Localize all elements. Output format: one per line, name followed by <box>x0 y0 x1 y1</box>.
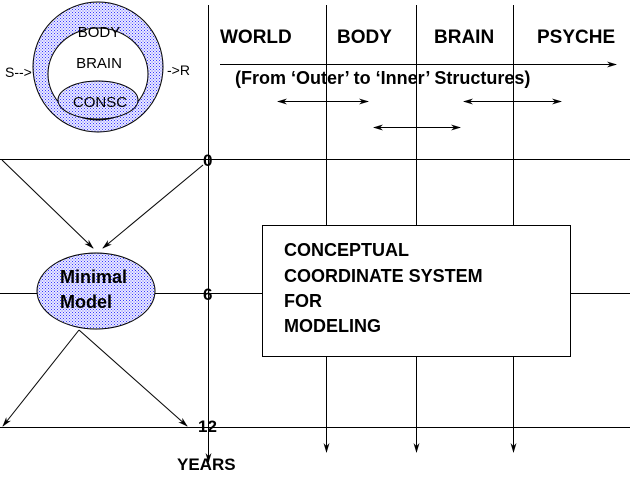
column-headings: WORLD BODY BRAIN PSYCHE (From ‘Outer’ to… <box>220 27 615 88</box>
inset-brain-label: BRAIN <box>76 55 122 72</box>
age-tick-0: 0 <box>203 151 212 170</box>
inset-nested-structures: BODY BRAIN CONSC S--> ->R <box>5 1 190 133</box>
column-heading-psyche: PSYCHE <box>537 27 615 48</box>
center-box-line-1: CONCEPTUAL <box>284 240 409 260</box>
center-box-line-2: COORDINATE SYSTEM <box>284 266 483 286</box>
consc-ellipse <box>57 80 139 120</box>
center-box: CONCEPTUAL COORDINATE SYSTEM FOR MODELIN… <box>262 225 571 357</box>
age-ticks: 0 6 12 YEARS <box>177 151 236 474</box>
direction-caption: (From ‘Outer’ to ‘Inner’ Structures) <box>235 68 530 88</box>
inset-body-label: BODY <box>78 24 121 41</box>
arrow-to-model-right <box>102 164 204 249</box>
minimal-model: Minimal Model <box>36 252 156 330</box>
age-tick-12: 12 <box>198 417 217 436</box>
inset-consc-label: CONSC <box>73 94 127 111</box>
column-heading-brain: BRAIN <box>434 27 494 48</box>
response-label: ->R <box>167 62 190 78</box>
arrow-from-model-right <box>78 329 188 427</box>
grid <box>0 5 630 463</box>
center-box-line-3: FOR <box>284 291 322 311</box>
column-heading-world: WORLD <box>220 27 292 48</box>
stimulus-label: S--> <box>5 64 32 80</box>
center-box-line-4: MODELING <box>284 316 381 336</box>
center-box-frame <box>262 225 571 357</box>
arrow-from-model-left <box>2 329 80 427</box>
years-axis-label: YEARS <box>177 455 236 474</box>
minimal-model-ellipse <box>36 252 156 330</box>
arrow-to-model-left <box>1 159 94 249</box>
age-tick-6: 6 <box>203 285 212 304</box>
minimal-model-line-2: Model <box>60 292 112 312</box>
column-heading-body: BODY <box>337 27 392 48</box>
minimal-model-line-1: Minimal <box>60 267 127 287</box>
